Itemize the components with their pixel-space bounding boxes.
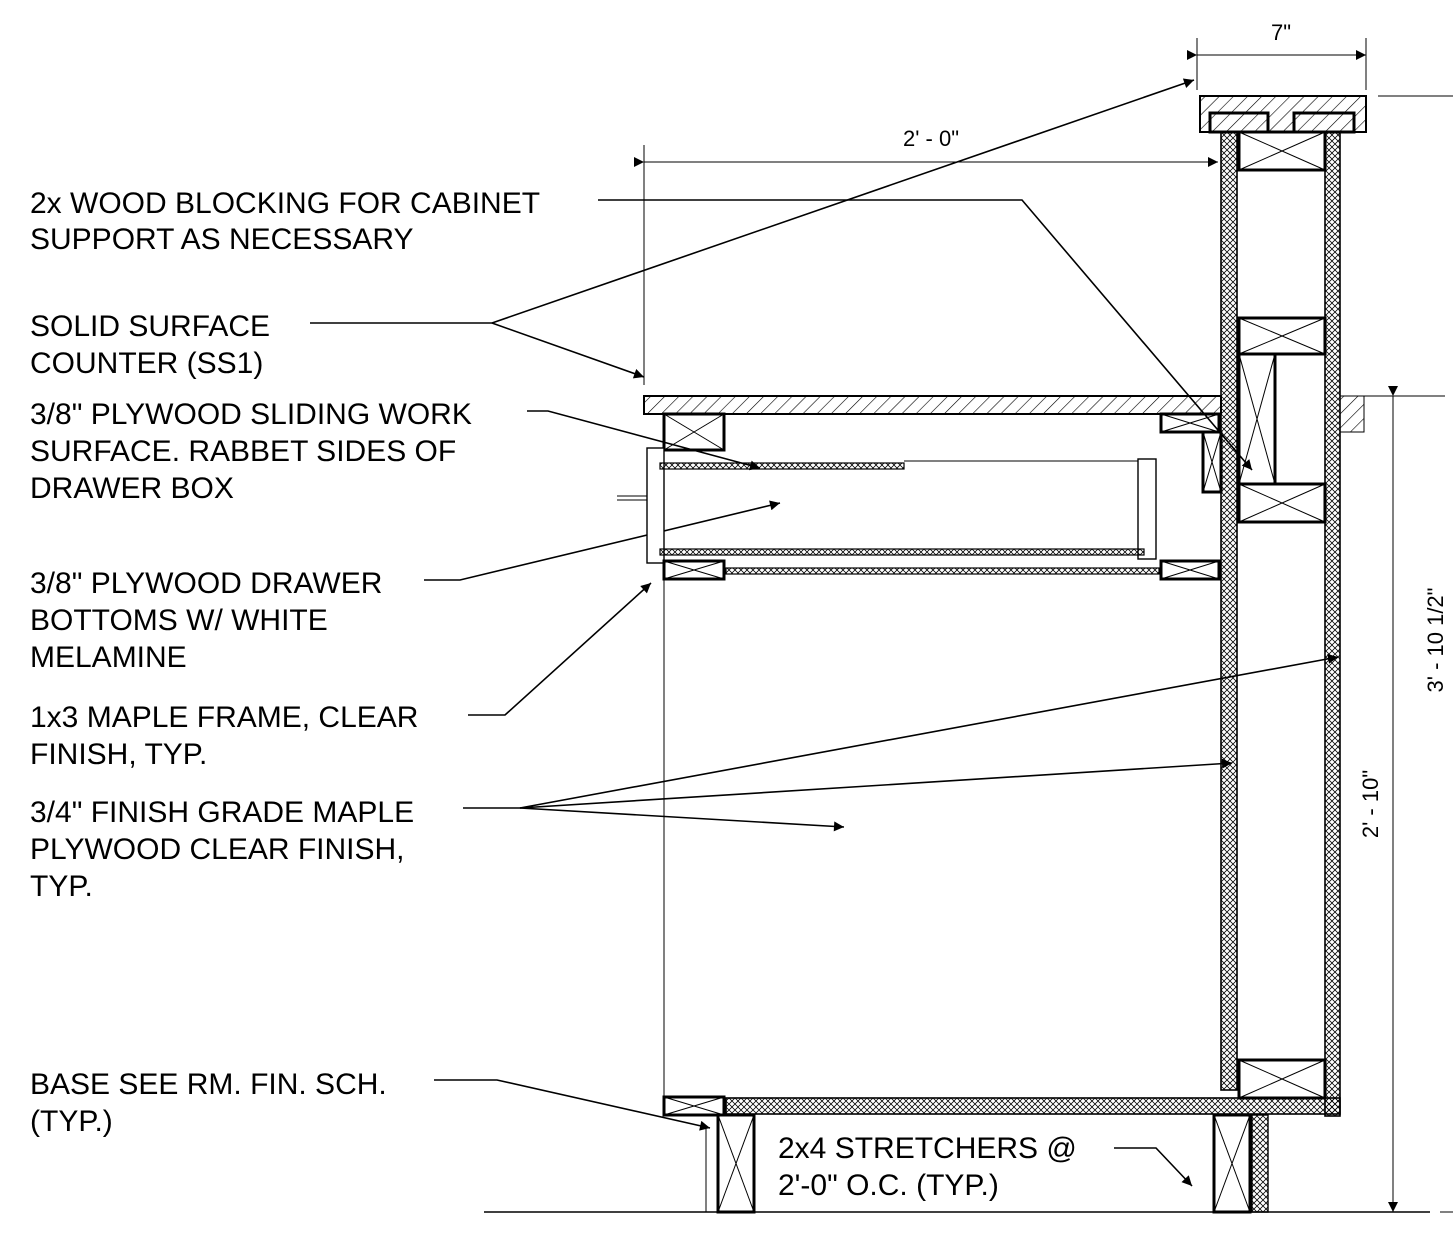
note-maple-frame: 1x3 MAPLE FRAME, CLEAR FINISH, TYP. <box>30 701 427 771</box>
note-line: (TYP.) <box>30 1105 113 1138</box>
note-line: 3/8" PLYWOOD DRAWER <box>30 567 382 600</box>
note-line: BASE SEE RM. FIN. SCH. <box>30 1068 387 1101</box>
note-line: SOLID SURFACE <box>30 310 270 343</box>
cabinet-section <box>617 95 1367 1214</box>
blocking <box>1237 130 1327 1100</box>
note-line: BOTTOMS W/ WHITE <box>30 604 328 637</box>
note-line: COUNTER (SS1) <box>30 347 263 380</box>
notes: 2x WOOD BLOCKING FOR CABINET SUPPORT AS … <box>30 187 1085 1202</box>
note-wood-blocking: 2x WOOD BLOCKING FOR CABINET SUPPORT AS … <box>30 187 548 256</box>
note-drawer-bottoms: 3/8" PLYWOOD DRAWER BOTTOMS W/ WHITE MEL… <box>30 567 391 674</box>
note-line: TYP. <box>30 870 93 903</box>
leader-lines <box>310 78 1339 1187</box>
note-line: DRAWER BOX <box>30 472 234 505</box>
dim-counter-height: 2' - 10" <box>1358 770 1383 838</box>
note-sliding-work-surface: 3/8" PLYWOOD SLIDING WORK SURFACE. RABBE… <box>30 398 480 505</box>
note-line: 2'-0" O.C. (TYP.) <box>778 1169 999 1202</box>
dim-overall-height: 3' - 10 1/2" <box>1423 588 1448 693</box>
note-finish-plywood: 3/4" FINISH GRADE MAPLE PLYWOOD CLEAR FI… <box>30 796 422 903</box>
note-line: SUPPORT AS NECESSARY <box>30 223 413 256</box>
note-line: 2x4 STRETCHERS @ <box>778 1132 1077 1165</box>
note-line: 3/4" FINISH GRADE MAPLE <box>30 796 414 829</box>
note-base: BASE SEE RM. FIN. SCH. (TYP.) <box>30 1068 395 1138</box>
dim-depth: 2' - 0" <box>903 126 959 151</box>
dimension-lines <box>484 38 1453 1213</box>
note-line: SURFACE. RABBET SIDES OF <box>30 435 456 468</box>
note-stretchers: 2x4 STRETCHERS @ 2'-0" O.C. (TYP.) <box>778 1132 1085 1202</box>
note-line: FINISH, TYP. <box>30 738 207 771</box>
note-solid-surface: SOLID SURFACE COUNTER (SS1) <box>30 310 278 380</box>
note-line: 3/8" PLYWOOD SLIDING WORK <box>30 398 472 431</box>
note-line: MELAMINE <box>30 641 187 674</box>
dim-top-width: 7" <box>1271 20 1291 45</box>
note-line: 2x WOOD BLOCKING FOR CABINET <box>30 187 540 220</box>
note-line: PLYWOOD CLEAR FINISH, <box>30 833 405 866</box>
note-line: 1x3 MAPLE FRAME, CLEAR <box>30 701 418 734</box>
